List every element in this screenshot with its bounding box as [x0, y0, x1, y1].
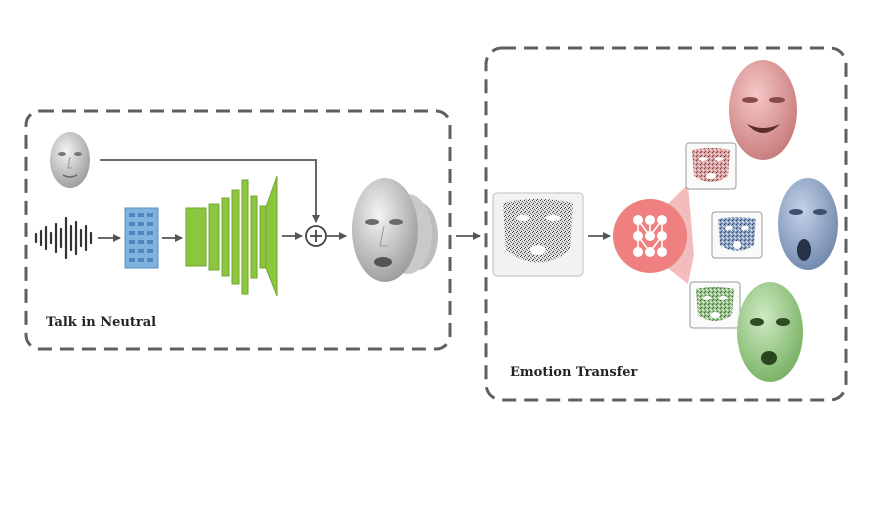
decoder-icon [185, 175, 278, 297]
plus-icon [305, 225, 327, 247]
head-icon [50, 132, 90, 188]
template-skip-arrow [100, 159, 320, 223]
texture-pink [685, 142, 737, 190]
neutral-head-stack [352, 178, 438, 282]
talk-in-neutral-label: Talk in Neutral [46, 315, 157, 330]
waveform-icon [34, 216, 93, 260]
talk-in-neutral-frame [24, 109, 452, 351]
emotion-transfer-frame [484, 46, 848, 402]
texture-blue [711, 211, 763, 259]
happy-head [729, 60, 797, 160]
texture-map-icon [492, 192, 584, 277]
texture-green [689, 281, 741, 329]
shocked-head [737, 282, 803, 382]
surprised-head [778, 178, 838, 270]
emotion-transfer-label: Emotion Transfer [510, 365, 638, 380]
spectrogram-icon [124, 207, 159, 269]
neural-network-icon [613, 199, 687, 273]
